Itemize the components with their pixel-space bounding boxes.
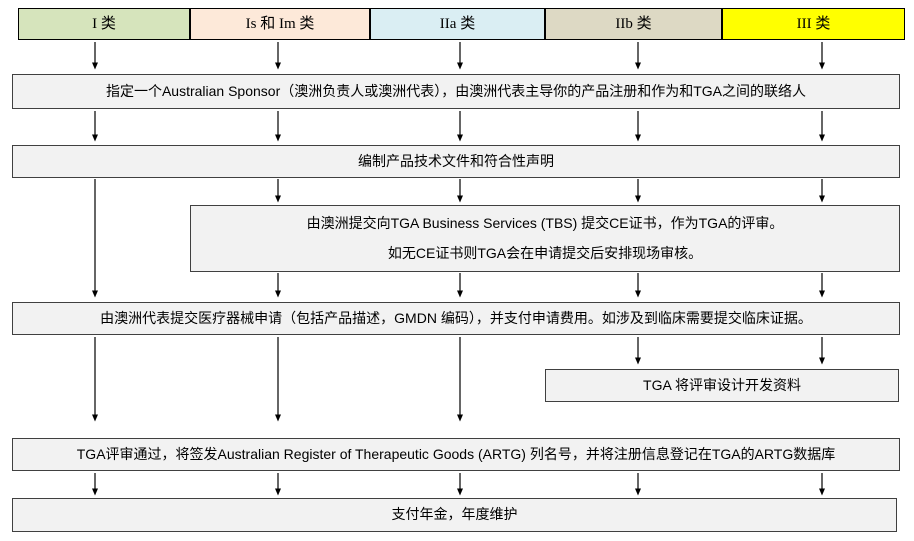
step-tbs-ce-line2: 如无CE证书则TGA会在申请提交后安排现场审核。 [387,244,703,261]
step-tbs-ce-box: 由澳洲提交向TGA Business Services (TBS) 提交CE证书… [190,205,900,272]
step-application-box: 由澳洲代表提交医疗器械申请（包括产品描述，GMDN 编码），并支付申请费用。如涉… [12,302,900,335]
step-technical-file-box: 编制产品技术文件和符合性声明 [12,145,900,178]
class-is-im-header: Is 和 Im 类 [190,8,370,40]
class-iii-header: III 类 [722,8,905,40]
class-iia-header: IIa 类 [370,8,545,40]
step-sponsor-box: 指定一个Australian Sponsor（澳洲负责人或澳洲代表），由澳洲代表… [12,74,900,109]
step-design-review-box: TGA 将评审设计开发资料 [545,369,899,402]
class-i-header: I 类 [18,8,190,40]
step-tbs-ce-line1: 由澳洲提交向TGA Business Services (TBS) 提交CE证书… [306,215,784,231]
step-annual-fee-box: 支付年金，年度维护 [12,498,897,532]
class-iib-header: IIb 类 [545,8,722,40]
step-artg-listing-box: TGA评审通过，将签发Australian Register of Therap… [12,438,900,471]
